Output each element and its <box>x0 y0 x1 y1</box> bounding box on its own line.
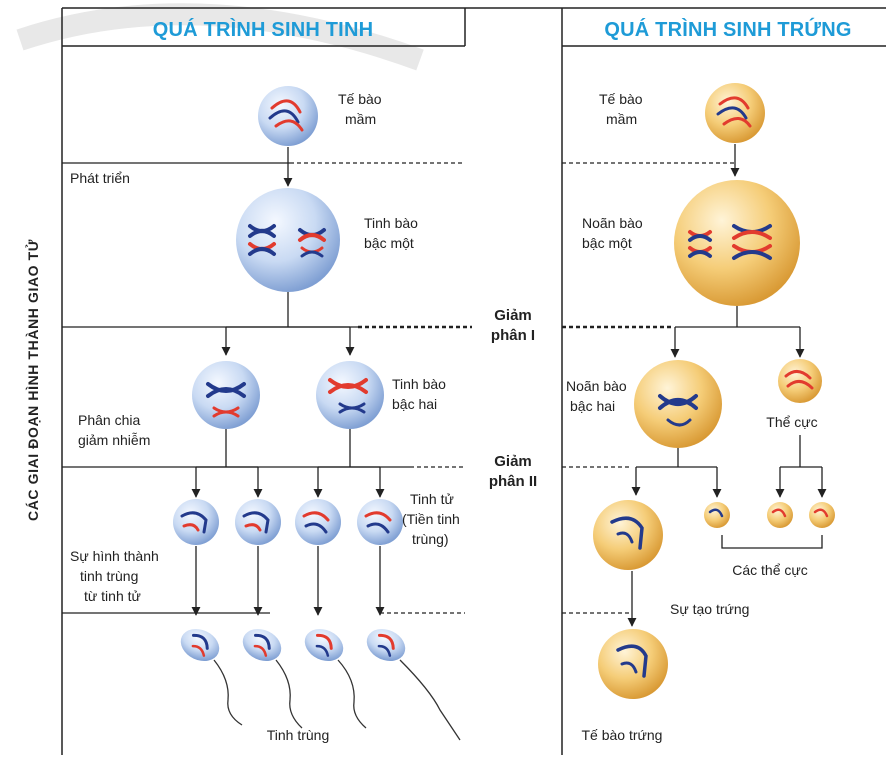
egg-secondary-cell <box>634 360 722 448</box>
egg-secondary-label-1: Noãn bào <box>566 378 627 394</box>
stage-reduction-line2: giảm nhiễm <box>78 432 150 448</box>
spermatid-label-2: (Tiền tinh <box>402 511 460 527</box>
polar-bodies-small <box>704 502 835 528</box>
stage-development: Phát triển <box>70 170 130 186</box>
side-title: CÁC GIAI ĐOẠN HÌNH THÀNH GIAO TỬ <box>24 239 41 521</box>
sperm-secondary-label-1: Tinh bào <box>392 376 446 392</box>
spermatid-label-1: Tinh tử <box>410 491 454 507</box>
egg-germ-label-2: mầm <box>606 111 637 127</box>
sperm-primary-label-1: Tinh bào <box>364 215 418 231</box>
sperm-germ-label-1: Tế bào <box>338 91 382 107</box>
polar-body-first <box>778 359 822 403</box>
egg-primary-label-2: bậc một <box>582 235 632 251</box>
sperm-germ-cell <box>258 86 318 146</box>
meiosis2-label-line1: Giảm <box>494 453 532 470</box>
sperm-secondary-cell-2 <box>316 361 384 429</box>
polar-bodies-label: Các thể cực <box>732 562 808 578</box>
spermatid-label-3: trùng) <box>412 531 449 547</box>
egg-cell <box>598 629 668 699</box>
meiosis1-label-line1: Giảm <box>494 307 532 324</box>
sperm-header: QUÁ TRÌNH SINH TINH <box>153 18 373 41</box>
polar-body-label: Thể cực <box>766 414 817 430</box>
ootid-cell <box>593 500 663 570</box>
egg-germ-label-1: Tế bào <box>599 91 643 107</box>
egg-cell-label: Tế bào trứng <box>582 727 663 743</box>
meiosis1-label-line2: phân I <box>491 327 535 344</box>
egg-primary-cell <box>674 180 800 306</box>
sperm-secondary-label-2: bậc hai <box>392 396 437 412</box>
spermatid-cells <box>173 499 403 545</box>
egg-formation-label: Sự tạo trứng <box>670 601 749 617</box>
sperm-primary-cell <box>236 188 340 292</box>
sperm-cells <box>176 623 460 740</box>
stage-spermiogenesis-line1: Sự hình thành <box>70 548 159 564</box>
egg-primary-label-1: Noãn bào <box>582 215 643 231</box>
sperm-germ-label-2: mầm <box>345 111 376 127</box>
stage-reduction-line1: Phân chia <box>78 412 140 428</box>
sperm-secondary-cell-1 <box>192 361 260 429</box>
egg-secondary-label-2: bậc hai <box>570 398 615 414</box>
egg-header: QUÁ TRÌNH SINH TRỨNG <box>604 17 851 41</box>
meiosis2-label-line2: phân II <box>489 473 537 490</box>
egg-germ-cell <box>705 83 765 143</box>
sperm-label: Tinh trùng <box>267 727 330 743</box>
stage-spermiogenesis-line2: tinh trùng <box>80 568 138 584</box>
sperm-primary-label-2: bậc một <box>364 235 414 251</box>
stage-spermiogenesis-line3: từ tinh tử <box>84 588 141 604</box>
